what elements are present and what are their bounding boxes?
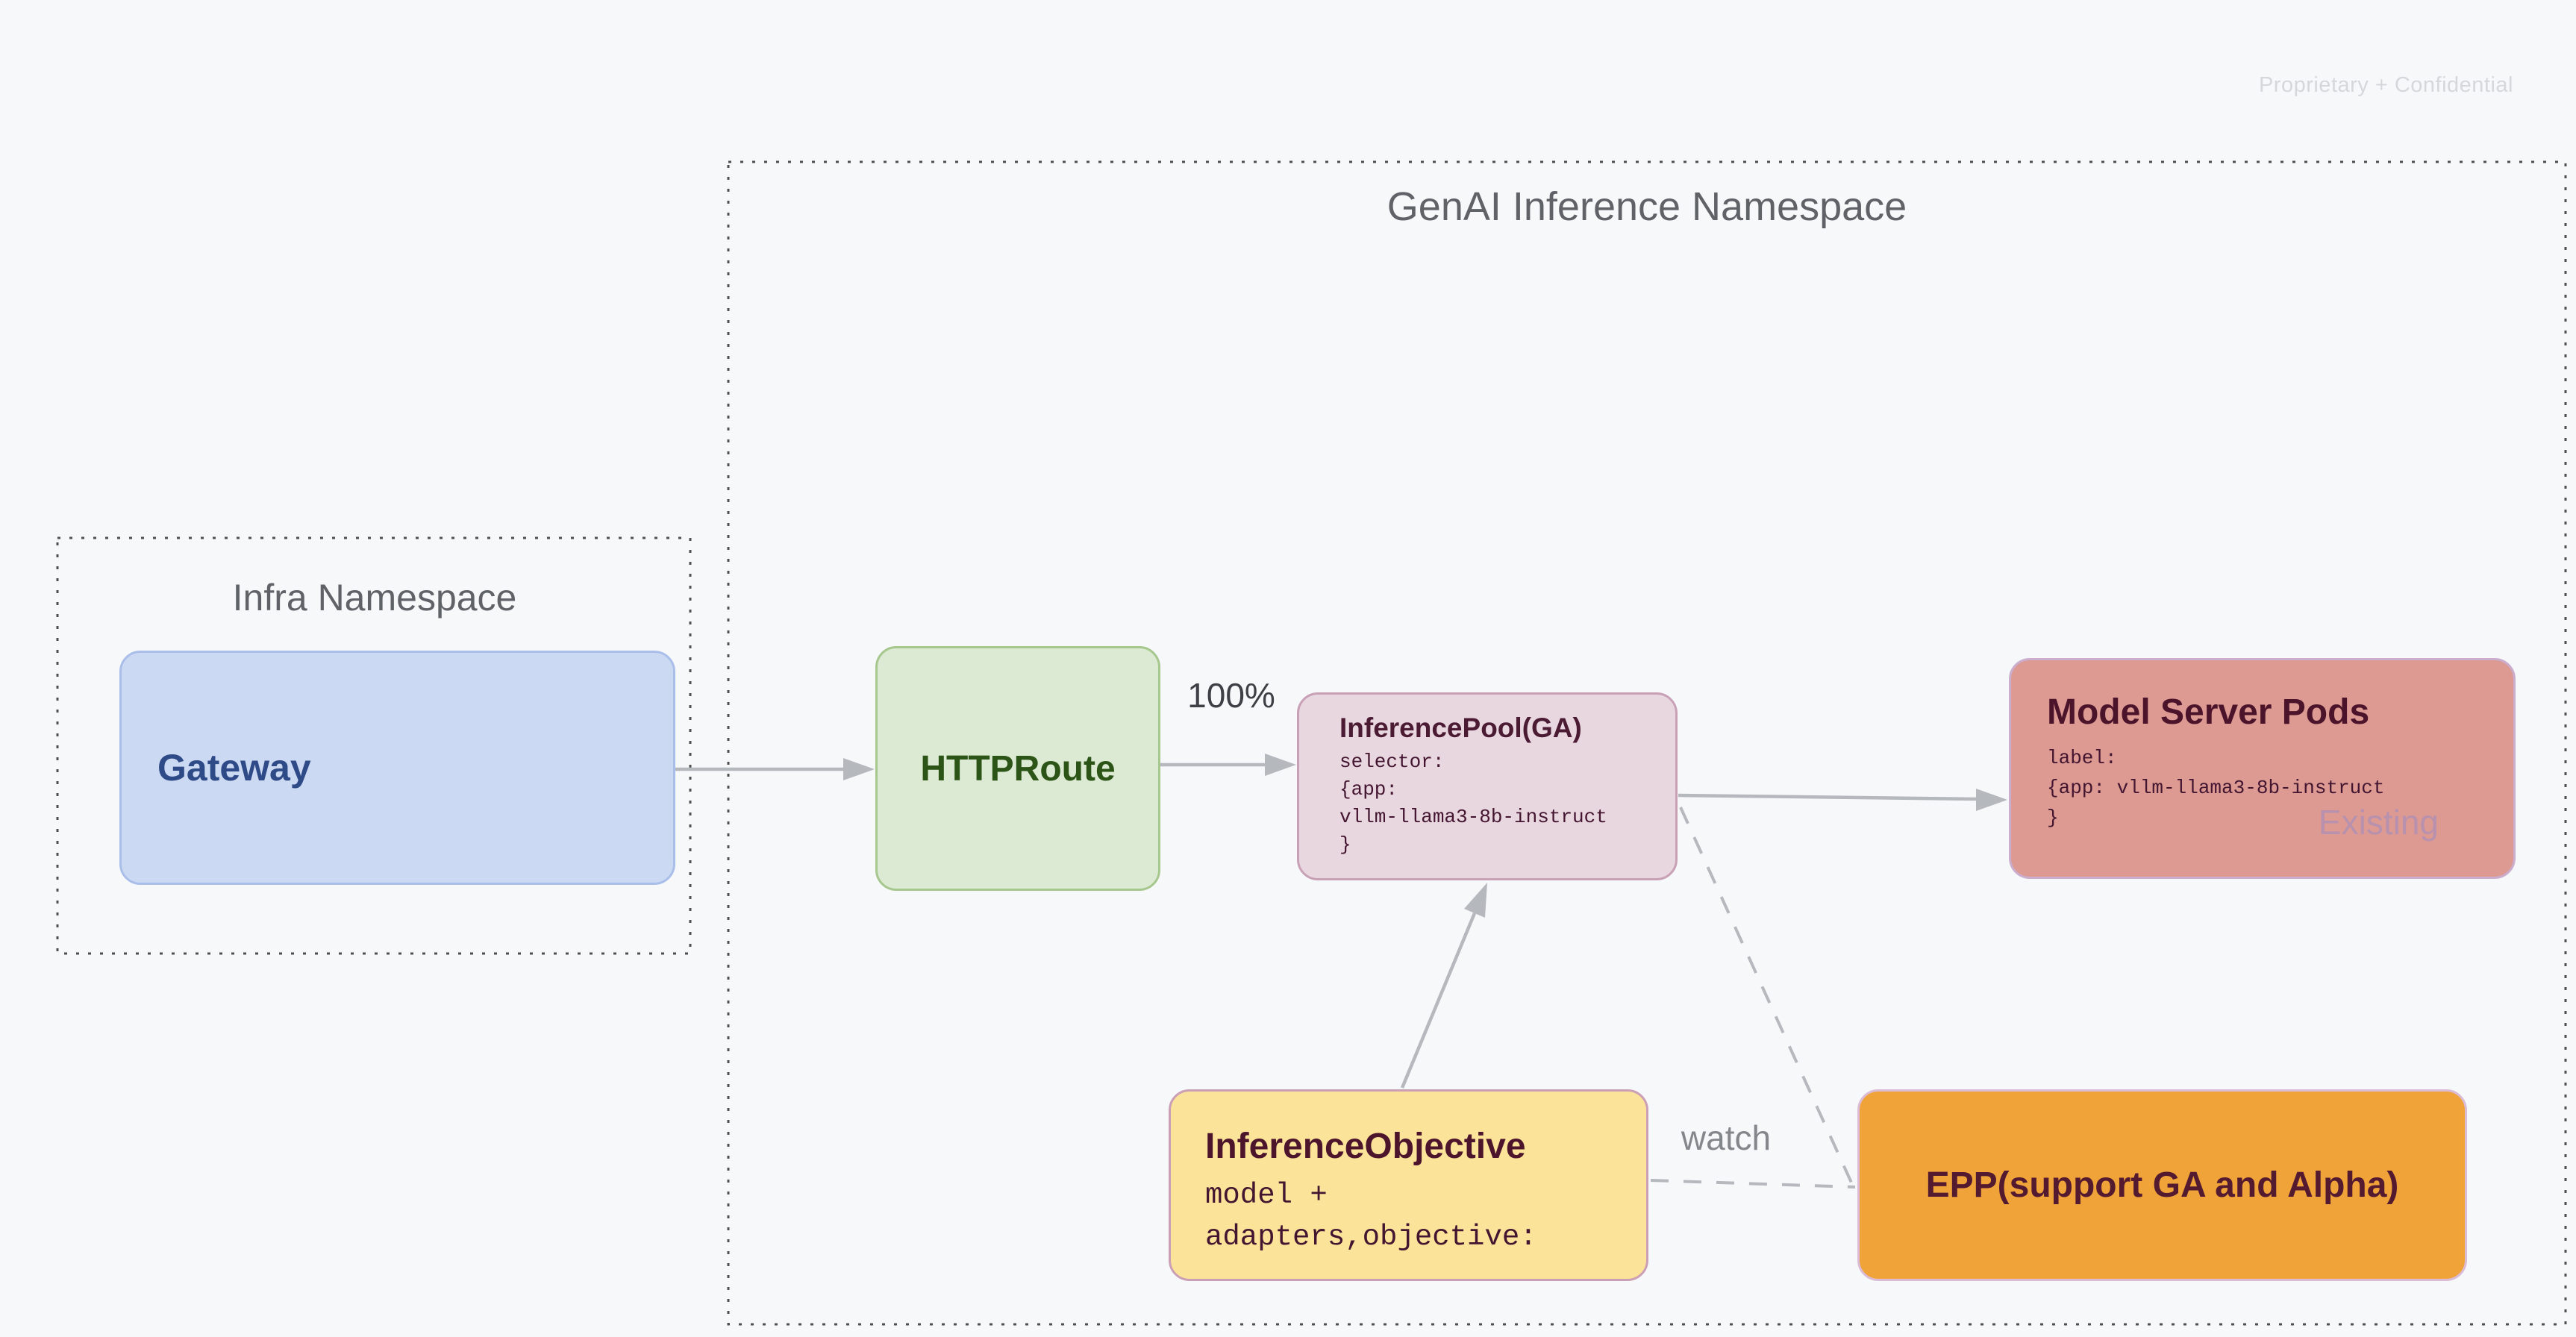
gateway-node: Gateway (119, 651, 675, 885)
inference-pool-selector-code: selector: {app: vllm-llama3-8b-instruct … (1339, 751, 1607, 856)
inference-pool-node: InferencePool(GA) selector: {app: vllm-l… (1297, 692, 1678, 880)
inference-objective-title: InferenceObjective (1205, 1127, 1526, 1166)
model-server-pods-title: Model Server Pods (2047, 692, 2370, 732)
arrowhead-gateway-to-httproute (843, 758, 875, 780)
gateway-label: Gateway (157, 747, 311, 789)
inference-objective-node: InferenceObjective model + adapters,obje… (1169, 1089, 1648, 1281)
model-server-pods-node: Model Server Pods label: {app: vllm-llam… (2009, 658, 2516, 879)
infra-namespace-title: Infra Namespace (232, 577, 517, 619)
inference-objective-code: model + adapters,objective: (1205, 1179, 1537, 1253)
arrow-pool-to-pods (1678, 793, 1978, 801)
dashed-line-objective-to-epp (1650, 1179, 1856, 1189)
httproute-label: HTTPRoute (920, 748, 1116, 789)
epp-label: EPP(support GA and Alpha) (1925, 1165, 2399, 1205)
existing-status-tag: Existing (2318, 803, 2439, 842)
epp-node: EPP(support GA and Alpha) (1857, 1089, 2467, 1281)
arrowhead-pool-to-pods (1976, 789, 2007, 811)
traffic-percent-label: 100% (1187, 676, 1275, 715)
watch-label: watch (1681, 1118, 1772, 1157)
arrowhead-objective-to-pool (1464, 883, 1487, 918)
httproute-node: HTTPRoute (875, 646, 1160, 891)
inference-pool-title: InferencePool(GA) (1339, 713, 1582, 743)
arrowhead-httproute-to-pool (1265, 754, 1296, 776)
confidentiality-watermark: Proprietary + Confidential (2258, 73, 2513, 97)
arrow-objective-to-pool (1400, 912, 1477, 1089)
genai-namespace-title: GenAI Inference Namespace (1387, 184, 1907, 229)
